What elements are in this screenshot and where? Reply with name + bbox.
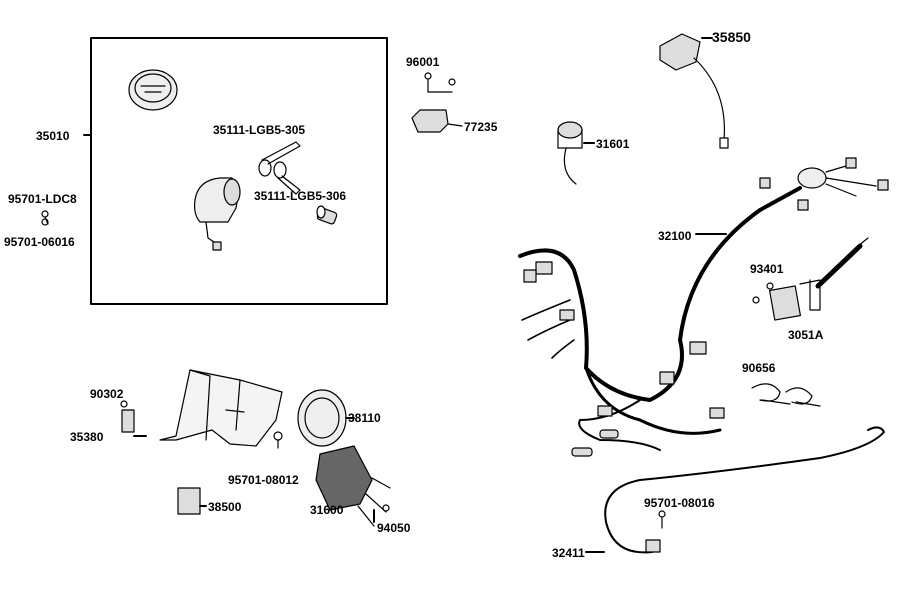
part-label-38110: 38110 [348,411,381,425]
part-label-35111-lgb5-305: 35111-LGB5-305 [213,123,306,137]
part-label-31601: 31601 [596,137,630,151]
screw-part [41,210,49,226]
battery-bracket-part [133,369,283,447]
part-label-35380: 35380 [70,430,104,444]
part-label-94050: 94050 [377,521,411,535]
horn-part [297,389,355,447]
part-label-96001: 96001 [406,55,440,69]
relay-bracket-part [411,72,463,133]
ignition-set-box [90,37,388,305]
part-label-35850: 35850 [712,29,751,45]
kill-switch-part [557,121,595,185]
part-label-35111-lgb5-306: 35111-LGB5-306 [254,189,347,203]
starter-relay-part [177,487,207,515]
part-label-32411: 32411 [552,546,585,560]
part-label-31600: 31600 [310,503,344,517]
battery-cable-part [585,426,885,554]
ignition-switch-part [193,177,241,251]
part-label-90656: 90656 [742,361,776,375]
part-label-90302: 90302 [90,387,124,401]
fuse-holder-part [120,400,135,433]
part-label-93401: 93401 [750,262,784,276]
regulator-part [315,445,391,527]
part-label-32100: 32100 [658,229,692,243]
part-label-35010: 35010 [36,129,70,143]
part-label-95701-06016: 95701-06016 [4,235,75,249]
part-label-38500: 38500 [208,500,242,514]
part-label-95701-ldc8: 95701-LDC8 [8,192,77,206]
keys-part [258,141,301,195]
bolt-part [273,431,283,449]
lock-cylinder-part [316,205,338,225]
part-label-3051a: 3051A [788,328,824,342]
ignition-cover-part [128,69,178,111]
part-label-95701-08012: 95701-08012 [228,473,299,487]
cable-clamp-part [751,383,821,407]
handlebar-switch-part [659,33,729,149]
ignition-coil-part [752,237,869,321]
wire-harness-part [518,157,889,457]
part-label-95701-08016: 95701-08016 [644,496,715,510]
part-label-77235: 77235 [464,120,498,134]
